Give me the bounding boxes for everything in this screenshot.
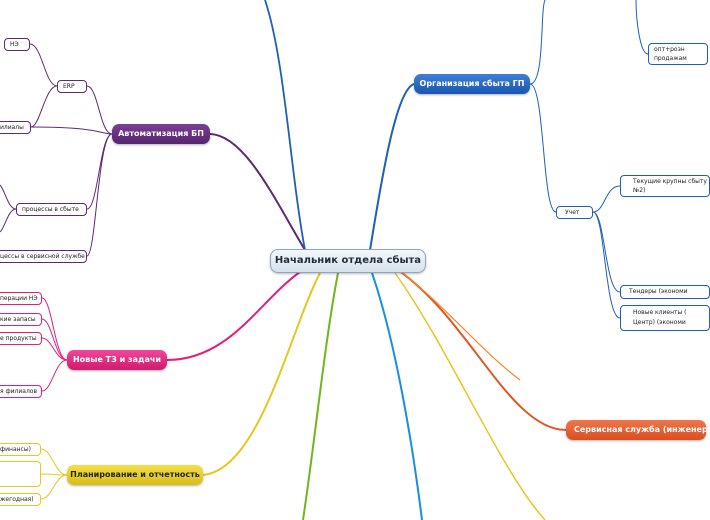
connector-root-yellow-down (394, 272, 546, 520)
organization-item-wholesale[interactable]: опт+розн продажам (648, 43, 708, 65)
organization-item-new-clients[interactable]: Новые клиенты ( Центр) (экономи (620, 305, 710, 331)
task-item-stocks[interactable]: кие запасы (0, 313, 42, 326)
task-item-ne-operations[interactable]: перации НЭ (0, 292, 42, 305)
automation-item-erp[interactable]: ERP (57, 80, 87, 93)
topic-automation[interactable]: Автоматизация БП (112, 124, 210, 144)
planning-item-blank[interactable] (0, 461, 41, 487)
automation-item-ne[interactable]: НЭ (4, 38, 30, 51)
connector-root-planning (202, 272, 321, 476)
connector-root-automation (209, 133, 306, 251)
topic-service[interactable]: Сервисная служба (инженер (566, 420, 708, 440)
organization-item-accounting[interactable]: Учет (556, 206, 593, 219)
automation-item-sales-processes[interactable]: процессы в сбыте (16, 203, 87, 216)
automation-item-branches[interactable]: илиалы (0, 121, 31, 134)
connector-root-organization (369, 83, 415, 251)
root-topic[interactable]: Начальник отдела сбыта (270, 249, 426, 273)
planning-item-annual[interactable]: жегодная) (0, 493, 41, 506)
connector-root-orange2 (395, 267, 521, 381)
planning-item-finance[interactable]: финансы) (0, 443, 41, 456)
connector-root-newtasks (166, 271, 301, 361)
automation-item-service-processes[interactable]: цессы в сервисной службе (0, 250, 87, 263)
connector-root-blue-down (371, 272, 423, 520)
topic-new-tasks[interactable]: Новые ТЗ и задачи (67, 350, 167, 370)
topic-organization[interactable]: Организация сбыта ГП (414, 74, 530, 94)
connector-root-service (397, 269, 567, 431)
connector-root-top (264, 0, 306, 251)
connector-root-green (302, 272, 339, 520)
task-item-branches[interactable]: я филиалов (0, 385, 42, 398)
topic-planning[interactable]: Планирование и отчетность (67, 465, 203, 485)
organization-item-tenders[interactable]: Тендеры (экономи (620, 285, 710, 299)
organization-item-current-large[interactable]: Текущие крупны сбыту №2) (620, 175, 710, 197)
task-item-products[interactable]: е продукты (0, 332, 42, 345)
